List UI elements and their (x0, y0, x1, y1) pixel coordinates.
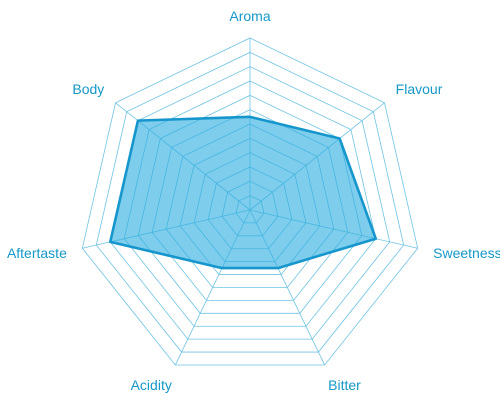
axis-label-acidity: Acidity (131, 377, 172, 393)
axis-label-body: Body (72, 81, 104, 97)
grid-ring-12 (81, 37, 419, 366)
axis-label-aroma: Aroma (229, 8, 270, 24)
grid-ring-11 (95, 51, 405, 353)
series-area-0 (108, 115, 378, 270)
axis-label-aftertaste: Aftertaste (7, 245, 67, 261)
axis-label-flavour: Flavour (396, 81, 443, 97)
axis-label-sweetness: Sweetness (433, 245, 500, 261)
axis-label-bitter: Bitter (328, 377, 361, 393)
series-layer (108, 115, 378, 270)
